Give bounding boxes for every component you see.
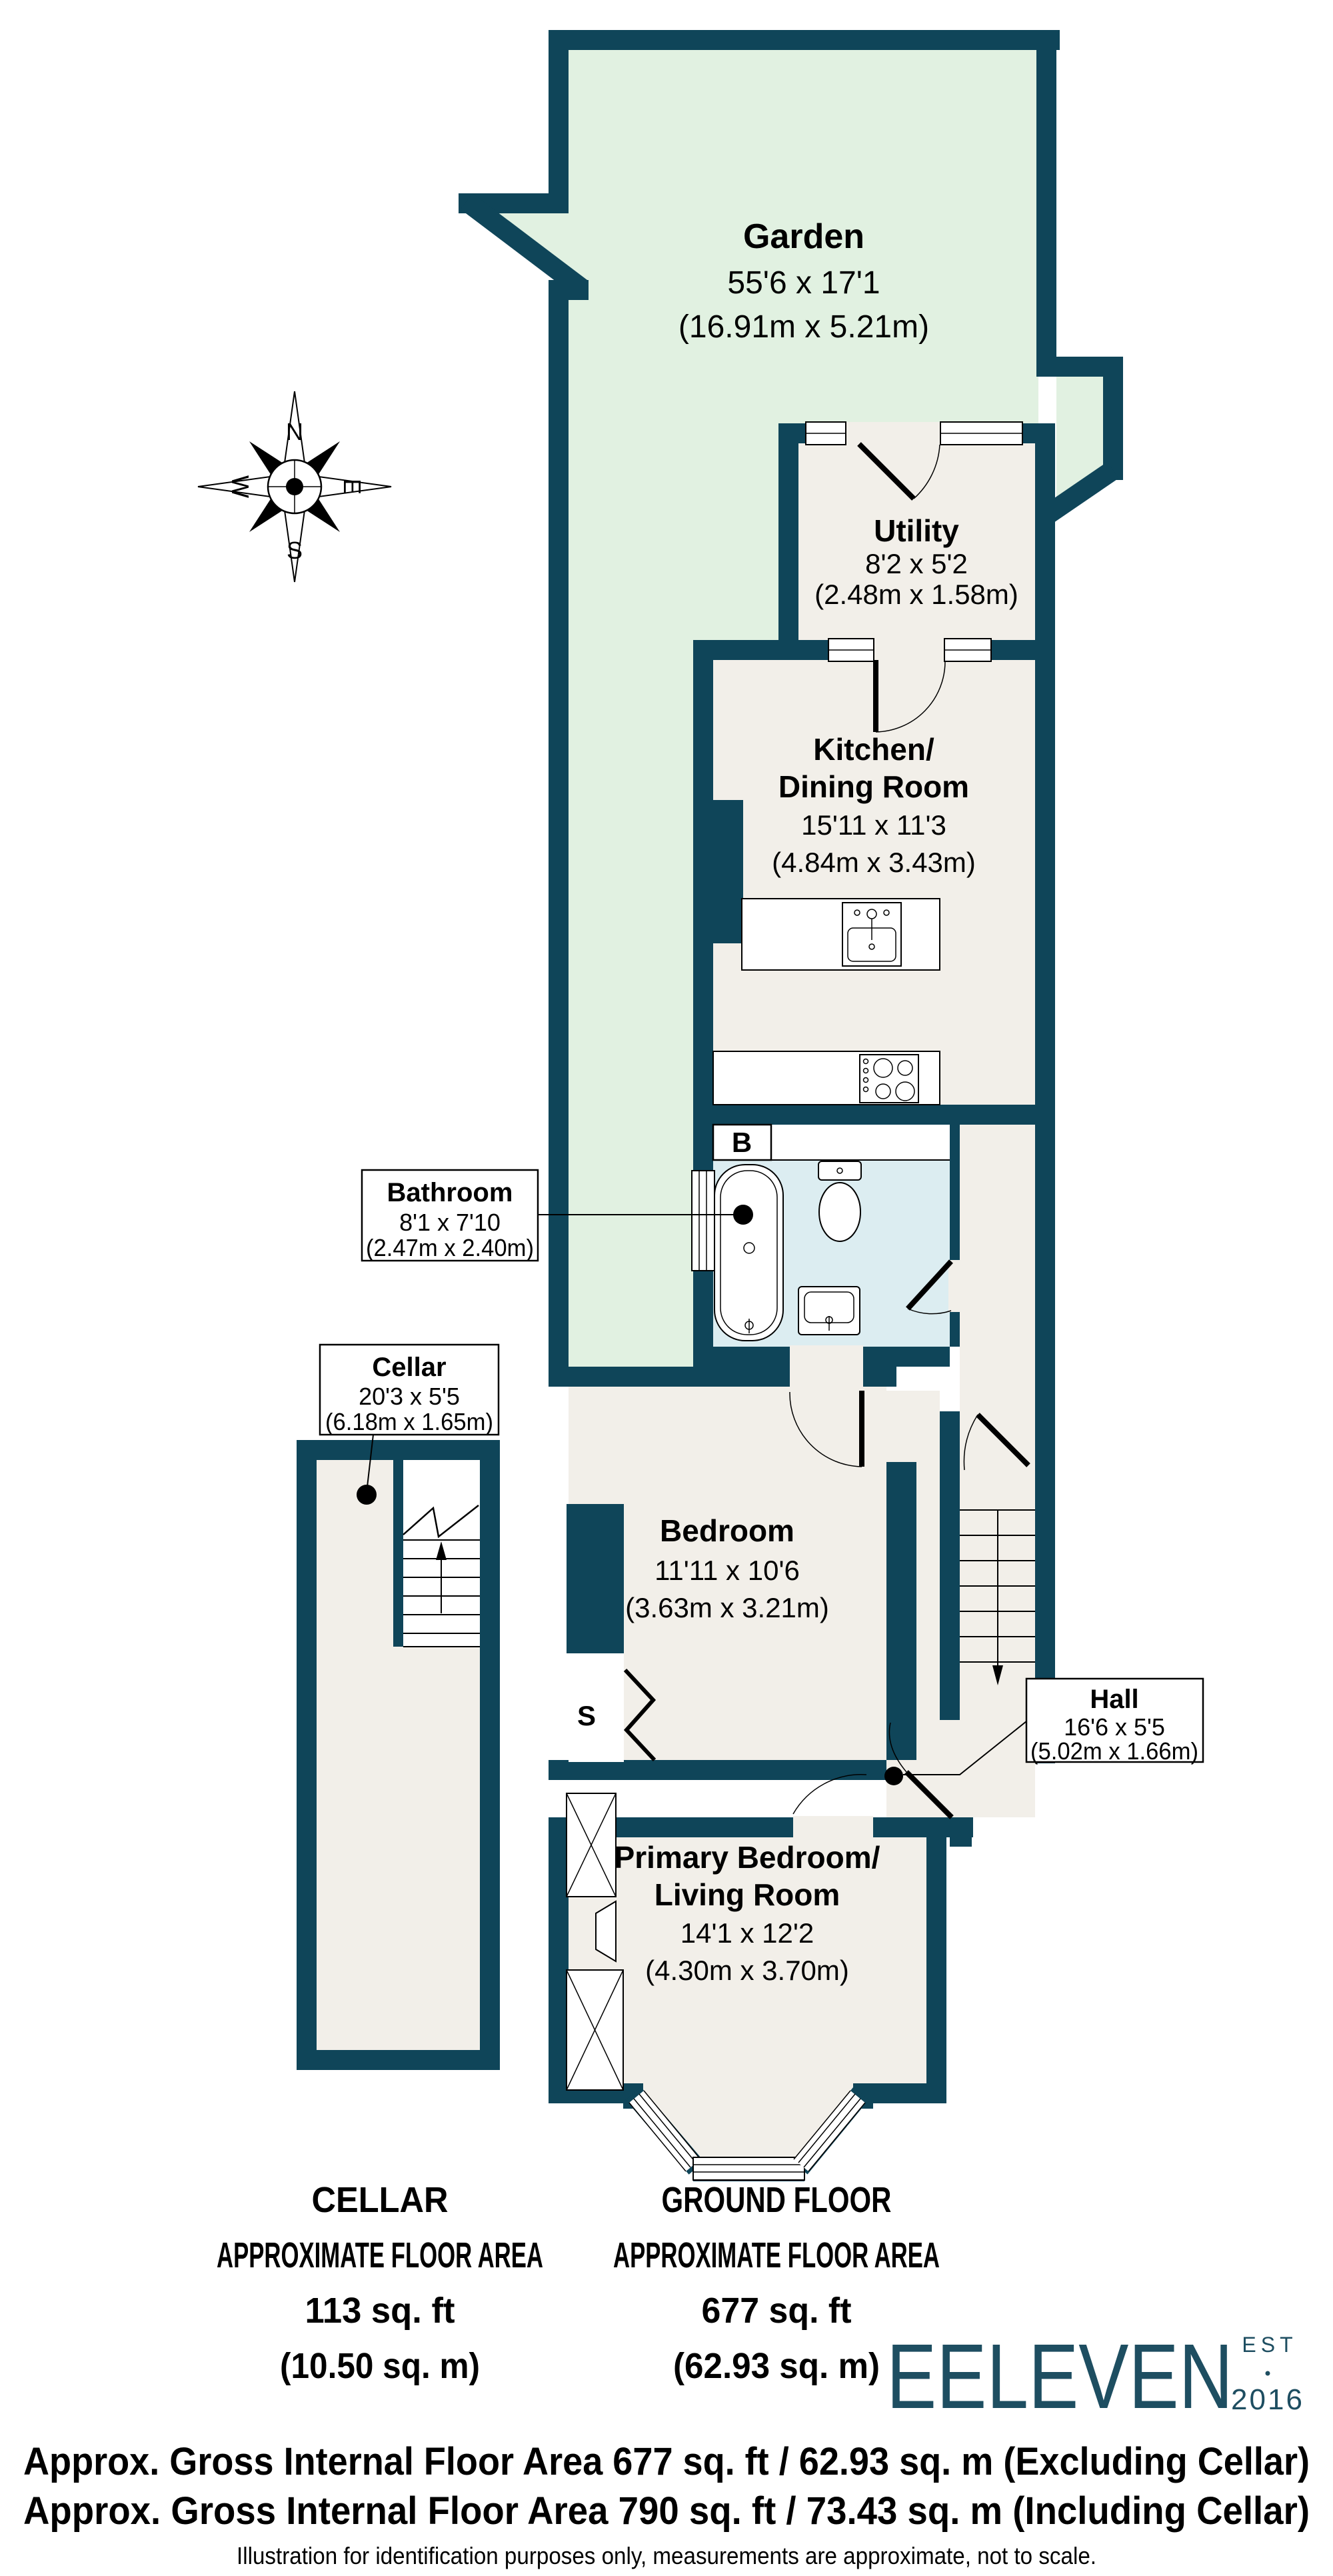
bathroom-fixtures [712, 1123, 862, 1341]
door-swing [857, 442, 940, 501]
kitchen-label-2: Dining Room [778, 769, 969, 804]
hall-callout: Hall 16'6 x 5'5 (5.02m x 1.66m) [884, 1677, 1204, 1785]
sink-icon [798, 1286, 860, 1335]
bay-window [629, 2090, 866, 2181]
kitchen-counter [741, 898, 940, 971]
utility-size-metric: (2.48m x 1.58m) [814, 579, 1018, 610]
kitchen-size-imperial: 15'11 x 11'3 [801, 809, 946, 841]
logo-dot [1265, 2371, 1270, 2376]
door-swing [789, 1391, 864, 1467]
boiler-label: B [732, 1127, 752, 1158]
doors [789, 442, 1030, 1819]
chimney-breast [566, 1793, 624, 2091]
bathroom-size-metric: (2.47m x 2.40m) [366, 1234, 534, 1261]
cellar-area-metric: (10.50 sq. m) [280, 2346, 480, 2386]
fireplace-recess [595, 1900, 617, 1963]
bedroom-size-metric: (3.63m x 3.21m) [625, 1592, 829, 1623]
kitchen-counter-hob [712, 1051, 940, 1105]
ground-area-subtitle: APPROXIMATE FLOOR AREA [613, 2235, 940, 2275]
ground-area-metric: (62.93 sq. m) [673, 2346, 880, 2386]
window [940, 421, 1023, 445]
cellar-stairs-icon [403, 1460, 480, 1647]
hall-label: Hall [1090, 1685, 1138, 1714]
bathroom-label: Bathroom [387, 1178, 513, 1207]
ground-area-imperial: 677 sq. ft [702, 2291, 852, 2331]
door-openings [790, 422, 961, 1839]
stairs-icon [960, 1509, 1035, 1685]
hall-size-imperial: 16'6 x 5'5 [1064, 1713, 1165, 1741]
footer: Approx. Gross Internal Floor Area 677 sq… [23, 2440, 1310, 2569]
window [828, 638, 874, 662]
door-swing [906, 1259, 953, 1315]
footer-gross-line1: Approx. Gross Internal Floor Area 677 sq… [23, 2440, 1310, 2483]
eeleven-logo-est: EST [1242, 2333, 1297, 2357]
storage-label: S [577, 1700, 596, 1731]
door-swing [963, 1413, 1030, 1471]
cellar-area-imperial: 113 sq. ft [305, 2291, 455, 2331]
hob-icon [859, 1054, 919, 1103]
primary-label-2: Living Room [655, 1877, 840, 1912]
cellar-area-subtitle: APPROXIMATE FLOOR AREA [217, 2235, 543, 2275]
compass-south: S [287, 537, 303, 564]
kitchen-label-1: Kitchen/ [813, 732, 934, 767]
bathtub-icon [714, 1164, 784, 1341]
compass-west: W [227, 475, 254, 498]
compass-rose: N S E W [197, 391, 392, 583]
cellar-area-summary: CELLAR APPROXIMATE FLOOR AREA 113 sq. ft… [217, 2180, 543, 2386]
garden-label: Garden [743, 217, 864, 256]
primary-size-metric: (4.30m x 3.70m) [645, 1955, 849, 1986]
bifold-door-icon [623, 1668, 657, 1762]
windows [629, 421, 1023, 2181]
kitchen-size-metric: (4.84m x 3.43m) [772, 847, 976, 878]
primary-size-imperial: 14'1 x 12'2 [680, 1917, 814, 1949]
window [944, 638, 992, 662]
bedroom-label: Bedroom [660, 1513, 794, 1548]
cellar-size-imperial: 20'3 x 5'5 [359, 1383, 460, 1410]
window [805, 421, 846, 445]
window [691, 1170, 715, 1271]
eeleven-logo: EELEVEN EST 2016 [886, 2325, 1304, 2428]
leader-dot [357, 1485, 377, 1505]
leader-dot [733, 1205, 753, 1225]
utility-label: Utility [874, 513, 959, 548]
compass-east: E [339, 479, 366, 495]
compass-north: N [286, 418, 303, 445]
footer-gross-line2: Approx. Gross Internal Floor Area 790 sq… [23, 2489, 1310, 2533]
leader-dot [884, 1767, 903, 1785]
bedroom-size-imperial: 11'11 x 10'6 [655, 1555, 800, 1586]
ground-area-summary: GROUND FLOOR APPROXIMATE FLOOR AREA 677 … [613, 2180, 940, 2386]
door-swing [873, 660, 946, 733]
garden-size-imperial: 55'6 x 17'1 [727, 265, 880, 301]
bathroom-callout: Bathroom 8'1 x 7'10 (2.47m x 2.40m) [361, 1169, 753, 1262]
storage-recess [569, 1653, 657, 1762]
utility-size-imperial: 8'2 x 5'2 [865, 548, 968, 579]
garden-size-metric: (16.91m x 5.21m) [678, 309, 929, 345]
toilet-icon [818, 1161, 862, 1242]
kitchen-sink-icon [842, 902, 902, 967]
ground-area-title: GROUND FLOOR [662, 2180, 892, 2220]
room-labels: Garden 55'6 x 17'1 (16.91m x 5.21m) Util… [577, 217, 1018, 1986]
door-swing [792, 1774, 867, 1815]
eeleven-logo-year: 2016 [1231, 2383, 1304, 2416]
cellar-area-title: CELLAR [312, 2180, 449, 2220]
eeleven-logo-text: EELEVEN [886, 2325, 1233, 2428]
bathroom-size-imperial: 8'1 x 7'10 [399, 1209, 501, 1236]
cellar-size-metric: (6.18m x 1.65m) [325, 1408, 493, 1435]
boiler-box [712, 1123, 772, 1161]
primary-label-1: Primary Bedroom/ [615, 1840, 880, 1875]
garden-notch-cutout [457, 208, 574, 295]
door-swing [888, 1722, 954, 1819]
cellar-label: Cellar [372, 1353, 446, 1382]
footer-disclaimer: Illustration for identification purposes… [237, 2542, 1096, 2569]
cellar-callout: Cellar 20'3 x 5'5 (6.18m x 1.65m) [319, 1343, 500, 1505]
hall-size-metric: (5.02m x 1.66m) [1030, 1737, 1198, 1765]
